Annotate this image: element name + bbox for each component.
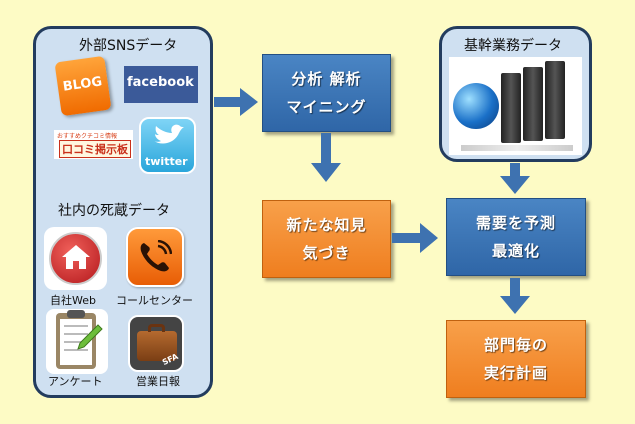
external-internal-data-panel: 外部SNSデータ BLOG facebook おすすめクチコミ情報 口コミ掲示板… — [33, 26, 213, 398]
department-plan-box: 部門毎の 実行計画 — [446, 320, 586, 398]
facebook-label: facebook — [127, 75, 194, 90]
analysis-line-1: 分析 解析 — [291, 69, 362, 88]
external-data-title: 外部SNSデータ — [79, 38, 178, 54]
phone-icon — [140, 240, 172, 272]
new-insight-box: 新たな知見 気づき — [262, 200, 391, 278]
arrow-analysis-to-insight — [311, 133, 341, 182]
website-label: 自社Web — [50, 294, 96, 307]
home-web-icon — [44, 227, 107, 290]
globe-icon — [453, 83, 499, 129]
forecast-line-2: 最適化 — [491, 242, 540, 260]
analysis-line-2: マイニング — [286, 98, 367, 116]
insight-line-2: 気づき — [302, 244, 351, 262]
internal-data-title: 社内の死蔵データ — [58, 203, 170, 219]
house-icon — [62, 245, 90, 269]
demand-forecast-box: 需要を予測 最適化 — [446, 198, 586, 276]
facebook-logo-icon: facebook — [124, 66, 198, 103]
daily-report-label: 営業日報 — [136, 375, 180, 388]
insight-line-1: 新たな知見 — [286, 215, 367, 234]
callcenter-label: コールセンター — [116, 294, 193, 307]
analysis-mining-box: 分析 解析 マイニング — [262, 54, 391, 132]
core-data-title: 基幹業務データ — [464, 38, 562, 54]
kuchikomi-board-icon: おすすめクチコミ情報 口コミ掲示板 — [54, 130, 133, 159]
twitter-icon: twitter — [139, 117, 196, 174]
pencil-icon — [77, 324, 103, 350]
plan-line-1: 部門毎の — [483, 335, 548, 354]
arrow-external-to-analysis — [214, 88, 258, 116]
plan-line-2: 実行計画 — [483, 364, 548, 382]
call-center-icon — [126, 227, 184, 287]
kuchikomi-small-label: おすすめクチコミ情報 — [57, 133, 118, 140]
kuchikomi-label: 口コミ掲示板 — [59, 140, 131, 158]
arrow-insight-to-forecast — [392, 223, 438, 253]
survey-clipboard-icon — [46, 309, 108, 374]
briefcase-icon: SFA — [128, 315, 184, 372]
server-globe-icon — [449, 57, 582, 155]
arrow-forecast-to-plan — [500, 278, 530, 314]
arrow-core-to-forecast — [500, 163, 530, 194]
forecast-line-1: 需要を予測 — [475, 213, 556, 232]
core-data-panel: 基幹業務データ — [439, 26, 592, 162]
twitter-bird-icon — [154, 124, 184, 144]
survey-label: アンケート — [48, 375, 103, 388]
twitter-label: twitter — [145, 155, 188, 168]
